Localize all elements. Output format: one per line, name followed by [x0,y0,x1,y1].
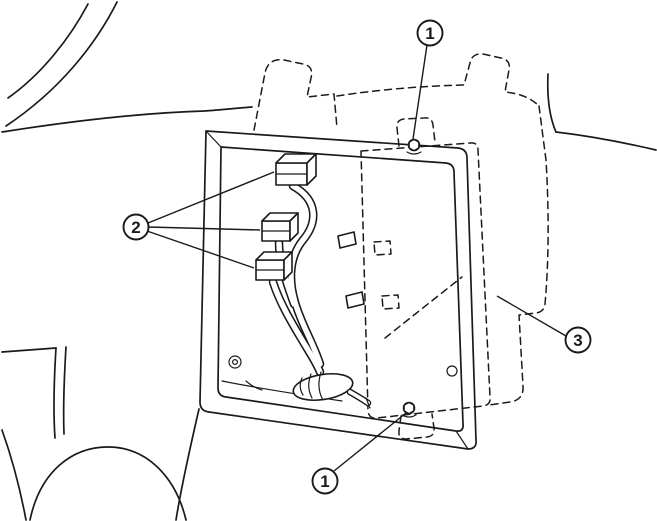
callout-2-leader-a [147,171,275,224]
tail-lamp-opening [199,130,477,450]
grommet-body [292,372,354,402]
bolt-bottom [401,401,417,418]
lamp-slot-upper [373,240,392,256]
opening-corner-tick-br [455,430,469,450]
callout-1-top: 1 [412,19,444,140]
callout-3-leader [496,295,567,337]
hidden-cab-edge [253,59,338,131]
callout-2-leader-c [146,230,255,269]
lamp-slot-lower [381,294,400,310]
recess-floor-slot [245,380,263,391]
lamp-assembly-dashed [360,117,491,440]
wheel-arch [29,446,187,521]
body-pillar-right [546,73,557,133]
connector-1 [275,153,317,186]
lamp-crease-line [384,276,463,339]
harness-grommet [292,371,372,409]
opening-inner-lip [217,146,464,432]
callout-3-circle [564,326,592,354]
recess-hole-left-center [232,359,239,366]
clip-lower [345,291,365,309]
hidden-right-flange [488,105,549,406]
opening-outer-edge [199,130,477,450]
connector-3 [255,251,293,281]
hidden-top-contour [336,53,540,107]
recess-hole-left [228,355,242,369]
body-pillar-line-1 [7,3,89,99]
body-seam-horizontal [1,347,57,353]
hidden-panel-dashed [253,53,549,406]
callout-1-bottom-circle [311,467,339,495]
callout-2-label: 2 [131,218,140,237]
callout-1-top-label: 1 [425,24,434,43]
body-corner-lower-left [1,429,27,521]
body-shoulder-left [1,106,253,133]
callout-1-top-circle [416,19,444,47]
body-pillar-line-2 [5,1,118,127]
body-seam-vertical-1 [53,347,57,439]
lamp-tab-bottom [398,413,435,440]
callout-3-label: 3 [573,331,582,350]
clip-upper [337,231,357,249]
callout-2-circle [122,213,150,241]
harness-clips [337,231,365,309]
body-seam-vertical-2 [62,346,67,435]
lamp-tab-top [396,117,436,147]
bolt-top [406,138,422,155]
lamp-body-outline [360,142,491,419]
connector-2 [261,212,299,242]
callout-3: 3 [496,295,592,354]
body-shoulder-right [555,131,657,151]
opening-corner-tick-tl [205,130,222,148]
callout-1-bottom-leader [333,412,407,472]
callout-2: 2 [122,171,275,269]
grommet-tail-cap [365,397,371,409]
callout-1-bottom: 1 [311,412,407,495]
callout-1-bottom-label: 1 [320,472,329,491]
body-line-below-opening [175,408,200,521]
callout-1-top-leader [412,44,428,140]
callout-2-leader-b [147,226,261,231]
bolt-top-washer [406,151,422,155]
recess-hole-right [446,365,458,377]
